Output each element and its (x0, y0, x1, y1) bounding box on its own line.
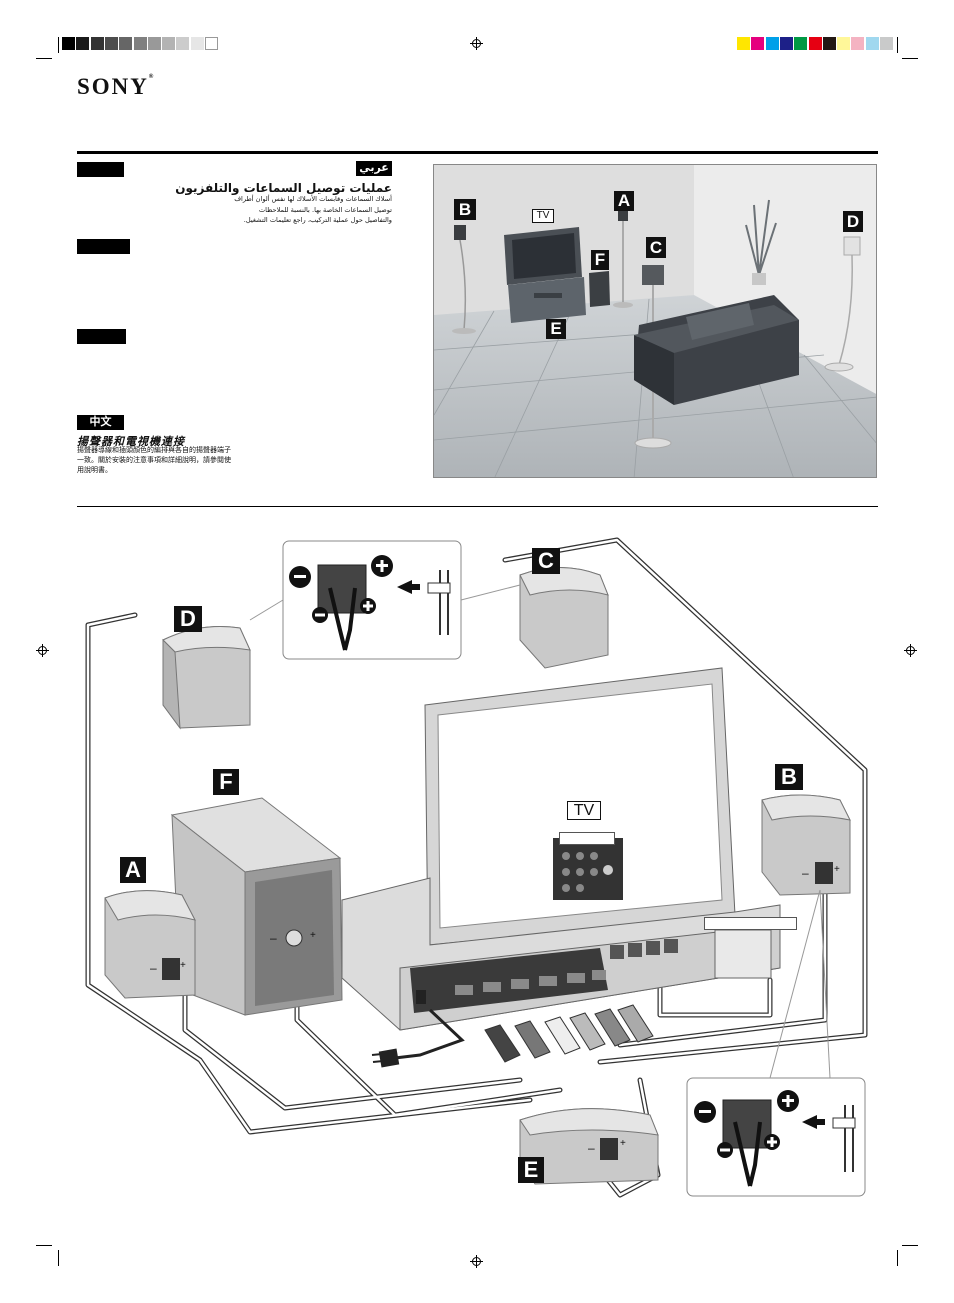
speaker-d-art (162, 626, 251, 730)
svg-text:+: + (834, 864, 840, 875)
print-swatch (119, 37, 133, 50)
language-tag-blank-1 (77, 162, 124, 177)
arabic-section-title: عمليات توصيل السماعات والتلفزيون (175, 181, 392, 195)
receiver-output-callout (704, 917, 797, 930)
room-scene (434, 165, 876, 477)
receiver-art (341, 877, 781, 1031)
print-swatch (751, 37, 765, 50)
print-swatch (851, 37, 865, 50)
print-swatch (147, 37, 161, 50)
connection-diagram-art: – + – + – + – + (85, 537, 868, 1198)
chinese-section-title: 揚聲器和電視機連接 (77, 435, 185, 448)
print-swatch (779, 37, 793, 50)
diagram-label-d: D (174, 606, 202, 632)
room-label-c: C (646, 237, 666, 258)
language-tag-blank-3 (77, 329, 126, 344)
room-label-b: B (454, 199, 476, 220)
section-divider (77, 506, 878, 507)
speaker-b-art: – + (761, 794, 851, 896)
crop-mark (902, 58, 918, 59)
subwoofer-f-art: – + (170, 797, 343, 1016)
print-swatch (880, 37, 893, 50)
room-label-a: A (614, 191, 634, 211)
tv-input-callout (559, 832, 615, 845)
diagram-label-f: F (213, 769, 239, 795)
svg-text:+: + (310, 930, 316, 941)
svg-text:+: + (180, 960, 186, 971)
room-label-f: F (591, 250, 609, 270)
registration-mark-icon (470, 1255, 483, 1268)
registration-mark-icon (36, 644, 49, 657)
print-swatch (90, 37, 104, 50)
diagram-label-e: E (518, 1157, 544, 1183)
sony-logo: SONY® (77, 74, 154, 99)
language-tag-blank-2 (77, 239, 130, 254)
crop-mark (36, 1245, 52, 1246)
print-swatch (104, 37, 118, 50)
crop-mark (58, 1250, 59, 1266)
print-swatch (176, 37, 190, 50)
print-swatch (865, 37, 879, 50)
svg-text:–: – (802, 866, 809, 880)
speaker-a-art: – + (104, 890, 196, 999)
svg-text:–: – (270, 931, 277, 945)
registration-mark-icon (904, 644, 917, 657)
svg-text:+: + (620, 1138, 626, 1149)
diagram-label-a: A (120, 857, 146, 883)
print-swatch (162, 37, 176, 50)
diagram-label-tv: TV (567, 801, 601, 820)
print-swatch (808, 37, 822, 50)
print-swatch (205, 37, 218, 50)
language-tag-arabic: عربي (356, 161, 392, 176)
room-label-e: E (546, 319, 566, 339)
print-swatch (133, 37, 147, 50)
print-swatch (62, 37, 75, 50)
print-swatch (837, 37, 851, 50)
crop-mark (36, 58, 52, 59)
chinese-section-body: 揚聲器導線和插頭顏色的編排與各自的揚聲器端子一致。關於安裝的注意事項和詳細說明，… (77, 446, 231, 474)
crop-mark (58, 37, 59, 53)
speaker-c-art (519, 567, 609, 669)
room-label-d: D (843, 211, 863, 232)
svg-text:–: – (150, 961, 157, 975)
wire-detail-inset-top (249, 540, 521, 660)
header-rule (77, 151, 878, 154)
arabic-section-body: أسلاك السماعات وقابسات الأسلاك لها نفس أ… (234, 195, 392, 224)
print-swatch (822, 37, 836, 50)
registration-mark-icon (470, 37, 483, 50)
crop-mark (897, 37, 898, 53)
crop-mark (897, 1250, 898, 1266)
connection-diagram: – + – + – + – + (0, 520, 954, 1210)
wire-detail-inset-bottom (686, 889, 866, 1197)
print-swatch (794, 37, 808, 50)
print-swatch (737, 37, 750, 50)
print-swatch (765, 37, 779, 50)
room-label-tv: TV (532, 209, 554, 223)
crop-mark (902, 1245, 918, 1246)
speaker-e-art: – + (519, 1108, 659, 1185)
diagram-label-c: C (532, 548, 560, 574)
room-layout-illustration: B TV A C F E D (433, 164, 877, 478)
print-swatch (190, 37, 204, 50)
speaker-plugs-art (484, 1004, 654, 1063)
print-swatch (76, 37, 90, 50)
svg-text:–: – (588, 1141, 595, 1155)
language-tag-chinese: 中文 (77, 415, 124, 430)
diagram-label-b: B (775, 764, 803, 790)
